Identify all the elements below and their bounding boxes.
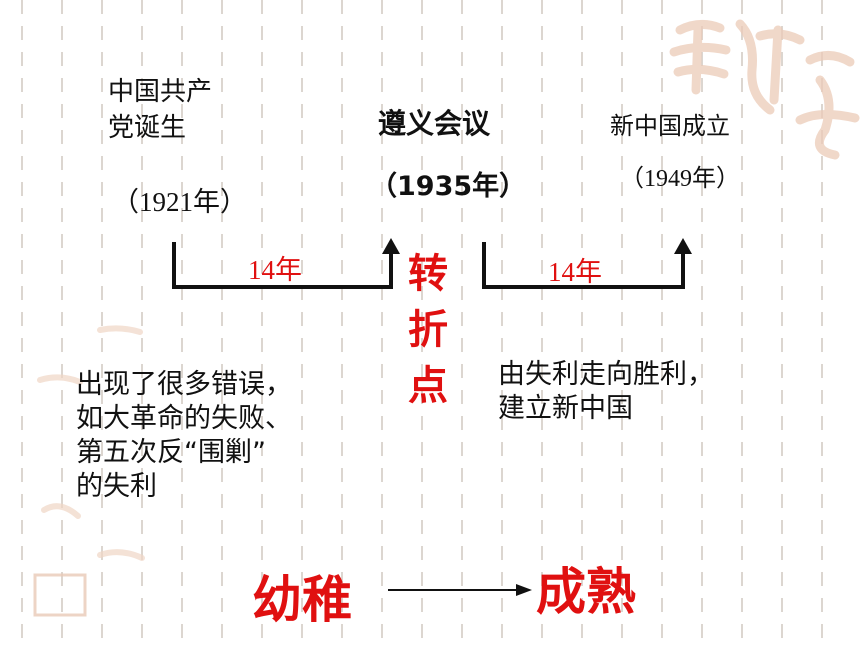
left-description-line: 如大革命的失败、 bbox=[76, 403, 292, 434]
turning-point-char-1: 转 bbox=[408, 251, 448, 297]
event-founding-name: 中国共产 党诞生 bbox=[108, 74, 212, 146]
right-description: 由失利走向胜利， 建立新中国 bbox=[498, 358, 714, 426]
timeline-bracket-right bbox=[482, 238, 692, 289]
interval-first: 14年 bbox=[248, 255, 302, 285]
event-founding-name-line1: 中国共产 bbox=[108, 77, 213, 107]
event-founding-name-line2: 党诞生 bbox=[108, 113, 187, 143]
left-decoration bbox=[33, 325, 145, 617]
event-founding-year: （1921年） bbox=[112, 187, 247, 217]
event-prc-year: （1949年） bbox=[620, 166, 740, 192]
conclusion-to: 成熟 bbox=[536, 563, 636, 621]
left-description: 出现了很多错误， 如大革命的失败、 第五次反“围剿” 的失利 bbox=[76, 368, 292, 504]
conclusion-from: 幼稚 bbox=[252, 571, 352, 629]
turning-point-char-3: 点 bbox=[408, 363, 448, 409]
timeline-bracket-left bbox=[172, 238, 400, 289]
turning-point-label: 转 折 点 bbox=[403, 246, 453, 414]
event-zunyi-name: 遵义会议 bbox=[378, 107, 491, 140]
event-zunyi-year: （1935年） bbox=[370, 171, 527, 202]
turning-point-char-2: 折 bbox=[408, 307, 448, 353]
interval-second: 14年 bbox=[548, 257, 602, 287]
calligraphy-decoration bbox=[669, 19, 860, 160]
right-description-line: 由失利走向胜利， bbox=[498, 359, 714, 390]
left-description-line: 出现了很多错误， bbox=[76, 369, 292, 400]
event-prc-name: 新中国成立 bbox=[610, 112, 730, 140]
right-description-line: 建立新中国 bbox=[498, 393, 633, 424]
conclusion-arrow bbox=[388, 584, 532, 596]
left-description-line: 的失利 bbox=[76, 471, 157, 502]
left-description-line: 第五次反“围剿” bbox=[76, 437, 266, 468]
